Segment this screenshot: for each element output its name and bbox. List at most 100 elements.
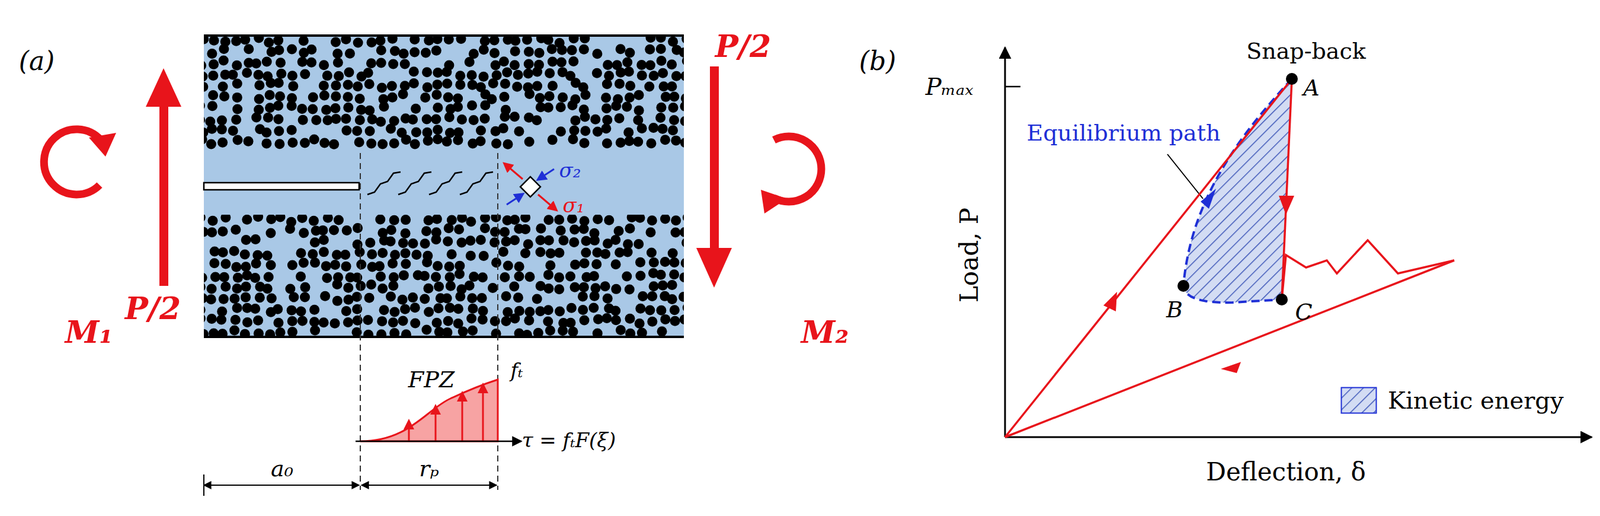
fiber (498, 123, 509, 134)
fiber (657, 68, 668, 79)
fiber (206, 123, 217, 134)
fiber (400, 247, 411, 258)
fpz-boundary (359, 152, 361, 490)
fiber (285, 223, 296, 234)
fiber (307, 248, 318, 259)
fiber (589, 290, 600, 302)
fiber (656, 102, 667, 113)
fiber (328, 139, 339, 150)
fiber (543, 36, 554, 46)
fiber (354, 136, 365, 147)
fiber (509, 111, 520, 122)
fiber (216, 115, 227, 126)
fiber (299, 291, 310, 302)
fiber (569, 125, 580, 136)
fiber (367, 114, 378, 125)
fiber (398, 315, 409, 326)
fiber (534, 48, 545, 59)
fiber (407, 114, 418, 125)
fiber (501, 236, 512, 247)
fiber (397, 294, 408, 305)
fiber (453, 224, 464, 235)
fiber (263, 37, 274, 48)
fiber (432, 133, 443, 144)
fiber (398, 48, 409, 59)
fiber (421, 324, 432, 335)
fiber (456, 214, 467, 223)
label: M₂ (801, 316, 849, 348)
fiber (273, 77, 284, 88)
fiber (218, 81, 229, 92)
fiber (261, 56, 272, 67)
fiber (322, 70, 333, 81)
fiber (499, 226, 510, 238)
fiber (203, 71, 208, 82)
fiber (363, 329, 374, 336)
fiber (669, 114, 680, 126)
leader-line (1167, 154, 1203, 199)
fiber (330, 113, 341, 124)
fiber (203, 114, 206, 126)
fiber (522, 36, 533, 46)
fiber (400, 59, 411, 70)
fiber (376, 328, 387, 336)
fiber (509, 312, 520, 323)
label: B (1166, 298, 1183, 321)
fiber (478, 44, 489, 55)
fiber (443, 36, 454, 45)
fiber (644, 305, 655, 316)
fiber (532, 66, 543, 78)
fiber (567, 214, 578, 224)
fiber (410, 138, 421, 149)
fiber (356, 258, 367, 270)
fiber (410, 318, 421, 329)
fiber (501, 290, 512, 302)
fiber (491, 138, 502, 149)
fiber (265, 228, 276, 239)
fiber (273, 317, 284, 328)
fiber (622, 246, 633, 257)
fiber (298, 114, 309, 126)
fiber (385, 290, 396, 302)
fiber (306, 44, 317, 55)
fiber (544, 235, 555, 246)
fiber (376, 82, 387, 93)
fiber (660, 134, 671, 145)
fiber (352, 81, 363, 92)
fiber (250, 303, 261, 314)
fiber (400, 80, 411, 91)
fiber (543, 102, 554, 113)
fiber (443, 315, 454, 326)
fiber (344, 48, 355, 59)
fiber (389, 327, 400, 336)
fiber (240, 328, 251, 336)
fiber (432, 214, 443, 224)
fiber (208, 59, 219, 70)
fiber (666, 81, 677, 92)
fiber (374, 260, 385, 271)
fibers (203, 36, 684, 150)
fiber (445, 280, 456, 291)
fiber (318, 246, 329, 257)
fiber (478, 250, 489, 261)
fiber (570, 282, 581, 293)
tick (1005, 85, 1021, 88)
fiber (296, 214, 307, 223)
fiber (254, 292, 265, 303)
fiber (680, 101, 684, 112)
fiber (297, 56, 308, 67)
fiber (431, 89, 442, 100)
fiber (203, 81, 208, 92)
fiber (407, 292, 418, 303)
fiber (378, 101, 389, 112)
fiber (615, 324, 626, 335)
fiber (332, 279, 343, 290)
fiber (306, 57, 317, 68)
fiber (452, 101, 463, 112)
fiber (648, 70, 659, 81)
fiber (287, 70, 298, 81)
fiber (441, 66, 452, 78)
fiber (419, 270, 430, 281)
fiber (340, 249, 351, 260)
fiber (660, 214, 671, 224)
